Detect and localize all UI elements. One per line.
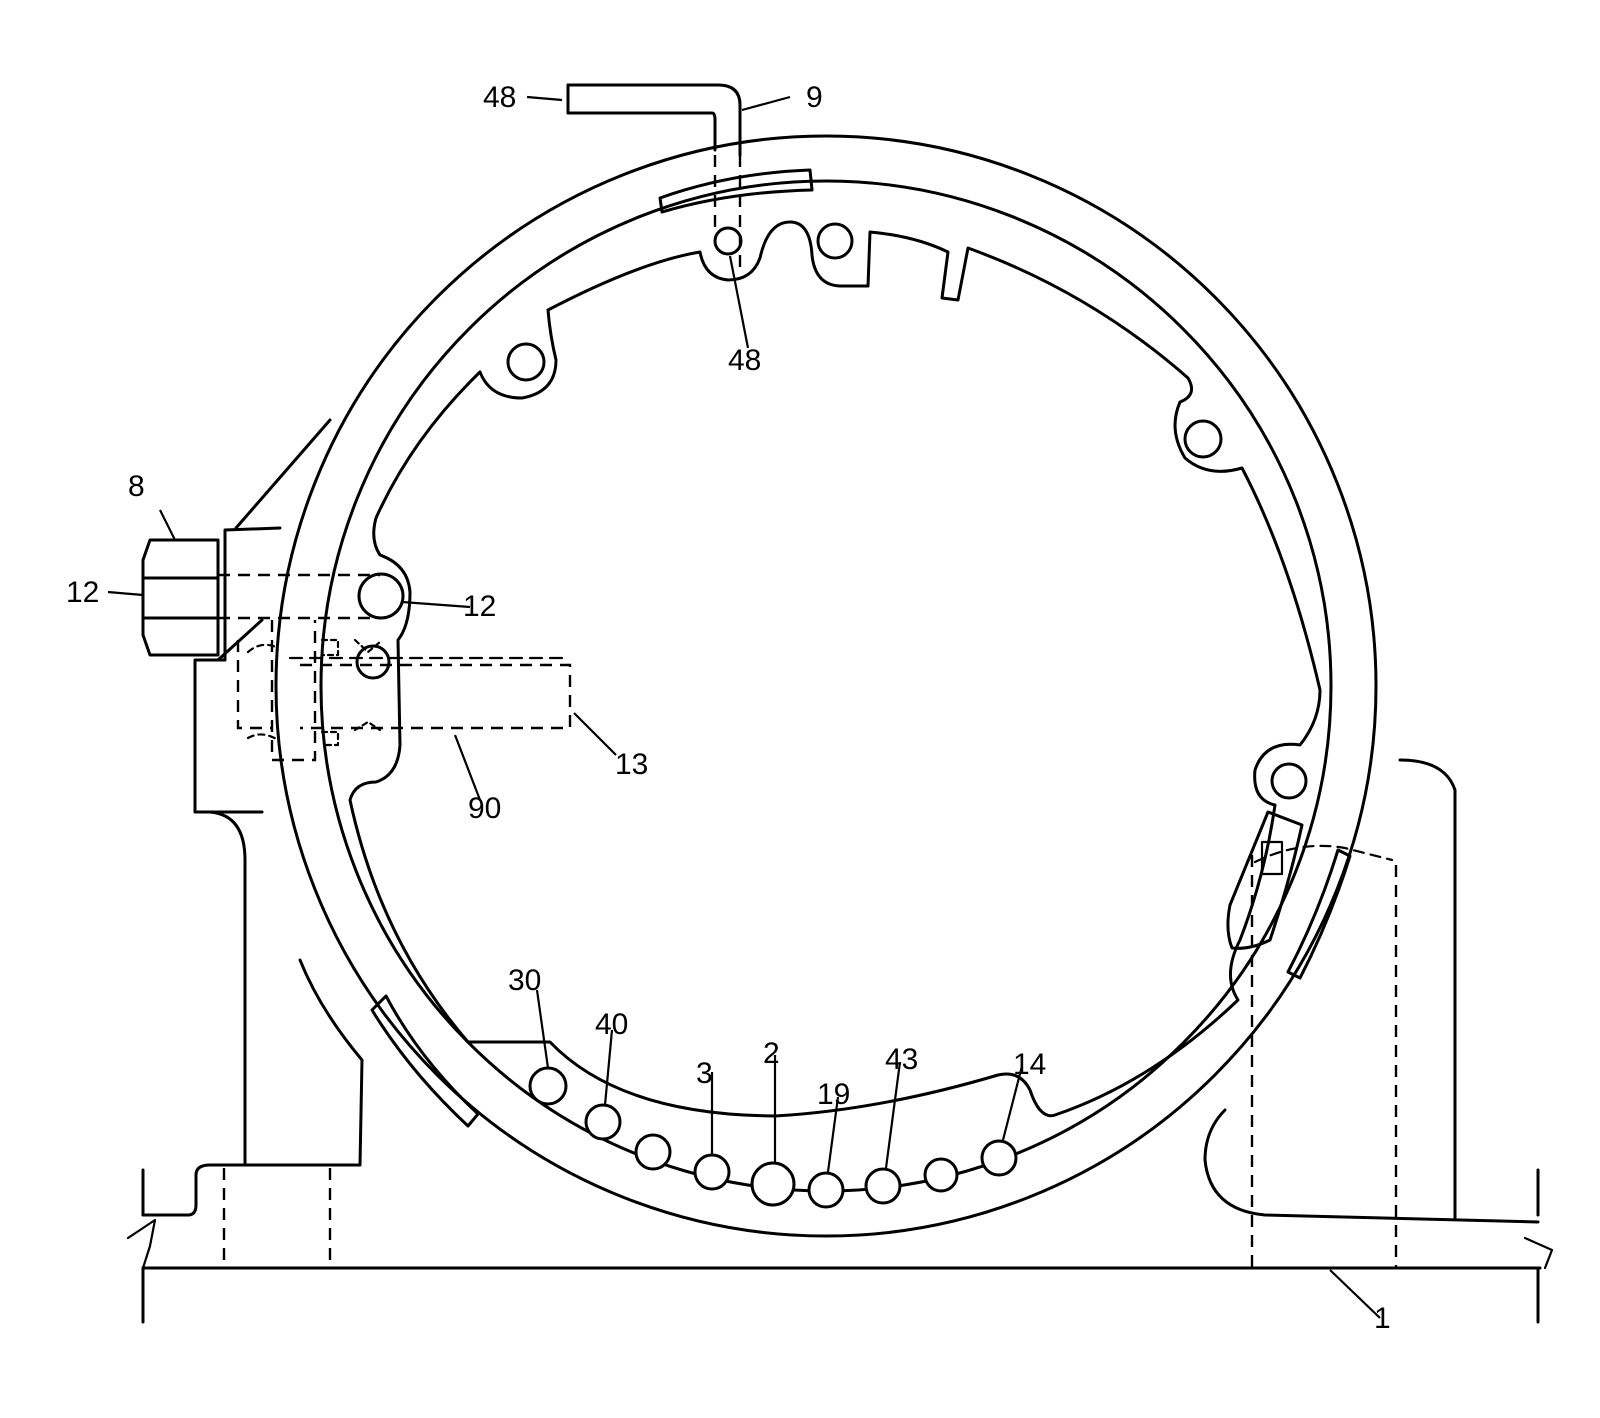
outer-ring — [274, 134, 1378, 1238]
right-bracket — [1203, 758, 1540, 1268]
ref-3: 3 — [696, 1057, 713, 1090]
ref-13: 13 — [615, 748, 648, 781]
right-slot-block — [1260, 840, 1284, 876]
right-pad — [1286, 848, 1352, 980]
ref-12-right: 12 — [463, 590, 496, 623]
ref-19: 19 — [817, 1078, 850, 1111]
reference-numerals: 48 9 48 8 12 12 13 90 30 40 3 2 19 43 14… — [66, 81, 1391, 1335]
ref-40: 40 — [595, 1008, 628, 1041]
ref-43: 43 — [885, 1043, 918, 1076]
bent-pin — [566, 83, 742, 268]
ref-48-inner: 48 — [728, 344, 761, 377]
inner-ring-profile-left — [348, 370, 482, 1044]
leader-lines — [107, 95, 1381, 1319]
ref-48-top: 48 — [483, 81, 516, 114]
ref-12-left: 12 — [66, 576, 99, 609]
holes — [355, 222, 1308, 1209]
ref-14: 14 — [1013, 1048, 1046, 1081]
right-slot — [1226, 810, 1304, 950]
bolt-nut — [141, 538, 380, 657]
ref-2: 2 — [763, 1037, 780, 1070]
top-pad — [658, 168, 814, 214]
upper-left-lug — [478, 308, 558, 400]
ref-30: 30 — [508, 964, 541, 997]
inner-ring-profile — [466, 220, 1322, 1118]
ref-9: 9 — [806, 81, 823, 114]
ref-90: 90 — [468, 792, 501, 825]
ref-1: 1 — [1374, 1302, 1391, 1335]
left-bracket — [193, 418, 364, 1268]
base-plate — [126, 1163, 1554, 1324]
hidden-cylinder — [236, 620, 572, 762]
ref-8: 8 — [128, 470, 145, 503]
lower-left-pad — [370, 994, 480, 1128]
